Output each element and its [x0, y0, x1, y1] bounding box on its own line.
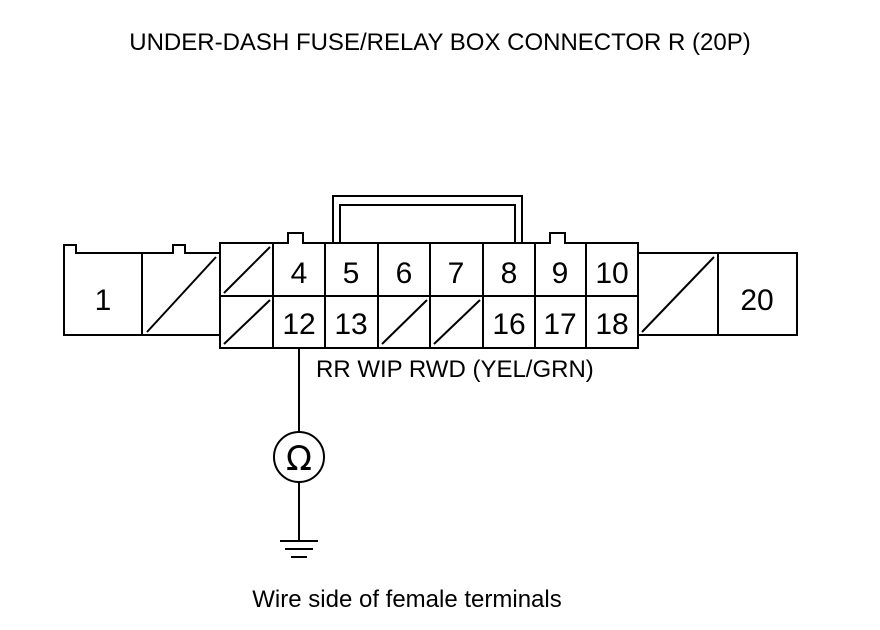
pin-label: 6	[396, 257, 413, 290]
pin-label: 13	[334, 308, 367, 341]
pin-label: 10	[595, 257, 628, 290]
pin-label: 20	[740, 284, 773, 317]
diagram-title: UNDER-DASH FUSE/RELAY BOX CONNECTOR R (2…	[129, 29, 750, 56]
pin-label: 7	[448, 257, 465, 290]
ohmmeter-icon: Ω	[273, 431, 325, 483]
pin-label: 16	[492, 308, 525, 341]
empty-cavity-slash	[223, 299, 271, 345]
caption: Wire side of female terminals	[252, 586, 561, 613]
pin-label: 1	[95, 284, 112, 317]
ohm-symbol: Ω	[286, 439, 312, 479]
pin-label: 9	[552, 257, 569, 290]
wire-label: RR WIP RWD (YEL/GRN)	[316, 356, 594, 383]
pin-label: 4	[291, 257, 308, 290]
top-row-labels: 1 4 5 6 7 8 9 10 20	[95, 257, 774, 317]
ground-icon	[280, 540, 318, 558]
connector-body	[63, 195, 798, 349]
pin-label: 5	[343, 257, 360, 290]
empty-cavity-slash	[223, 246, 271, 294]
pin-label: 12	[282, 308, 315, 341]
empty-cavities	[146, 246, 715, 345]
empty-cavity-slash	[641, 256, 715, 333]
bottom-row-labels: 12 13 16 17 18	[282, 308, 628, 341]
empty-cavity-slash	[433, 299, 481, 345]
pin-label: 17	[543, 308, 576, 341]
pin-label: 8	[501, 257, 518, 290]
empty-cavity-slash	[381, 299, 428, 345]
pin-label: 18	[595, 308, 628, 341]
empty-cavity-slash	[146, 256, 217, 333]
cell-grid	[141, 243, 719, 348]
